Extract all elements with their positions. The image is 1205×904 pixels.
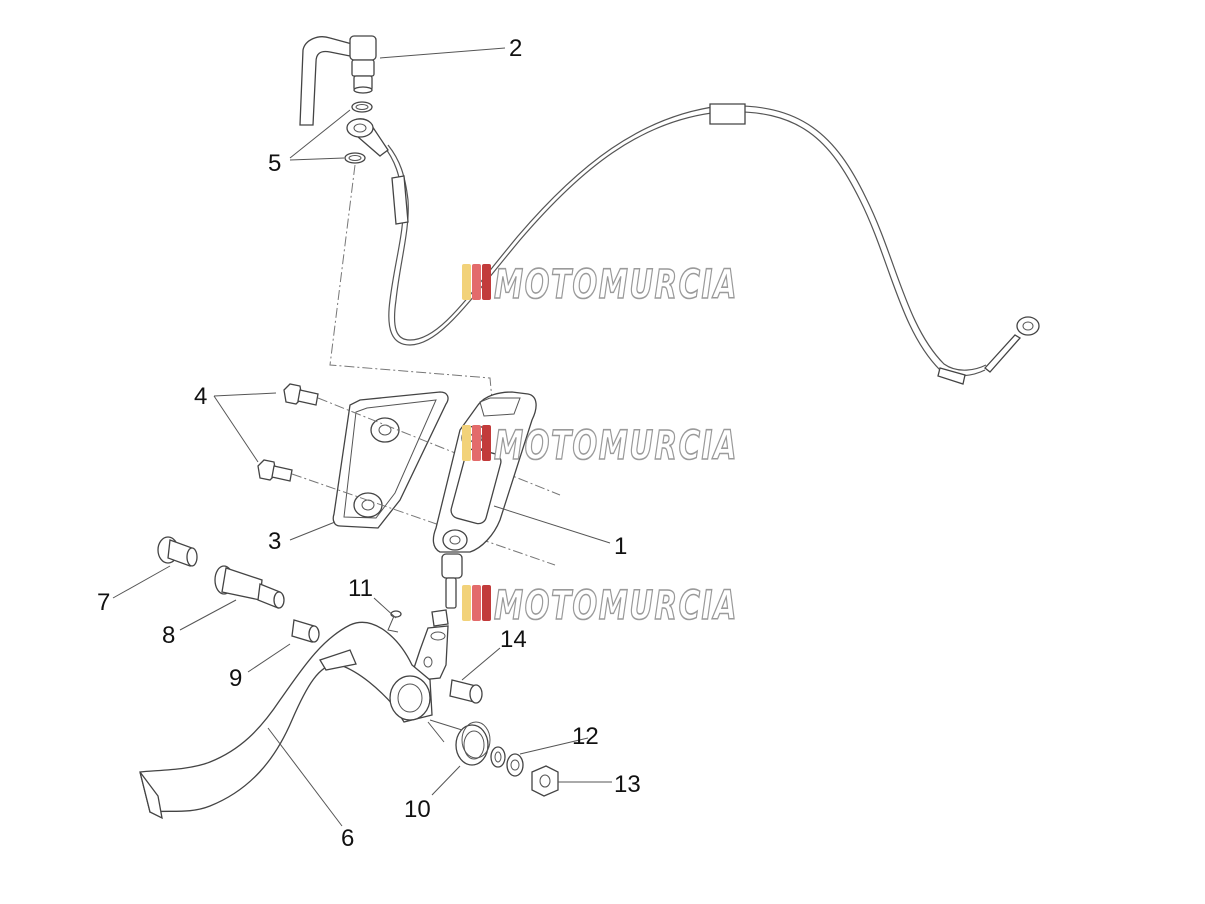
watermark-2: MOTOMURCIA <box>462 422 738 470</box>
part-10-spring <box>429 719 491 766</box>
callout-1: 1 <box>614 533 627 560</box>
part-14-clevis-pin <box>449 679 483 704</box>
watermark-stripe-2 <box>472 585 481 621</box>
watermark-stripe-1 <box>462 585 471 621</box>
callout-7: 7 <box>97 589 110 616</box>
assembly-line-1 <box>329 164 493 401</box>
part-5-washers <box>344 101 373 164</box>
watermark-text: MOTOMURCIA <box>494 423 738 469</box>
clevis-fork <box>413 609 449 681</box>
callout-14: 14 <box>500 626 527 653</box>
leader-lines <box>112 47 612 827</box>
watermark-stripe-3 <box>482 425 491 461</box>
part-11-clip <box>387 610 402 633</box>
part-8-pivot-shaft <box>214 565 285 609</box>
part-13-nut <box>531 765 559 797</box>
callout-2: 2 <box>509 35 522 62</box>
watermark-3: MOTOMURCIA <box>462 582 738 630</box>
part-4-bolts <box>257 383 561 566</box>
part-3-guard <box>332 391 449 529</box>
callout-13: 13 <box>614 771 641 798</box>
callout-3: 3 <box>268 528 281 555</box>
callout-8: 8 <box>162 622 175 649</box>
watermark-text: MOTOMURCIA <box>494 262 738 308</box>
part-6-brake-pedal <box>139 621 445 820</box>
watermark-stripe-1 <box>462 425 471 461</box>
callout-11: 11 <box>348 575 373 602</box>
part-12-washers <box>490 746 524 777</box>
callout-9: 9 <box>229 665 242 692</box>
callout-4: 4 <box>194 383 207 410</box>
watermark-stripe-2 <box>472 264 481 300</box>
callout-labels: 1 2 3 4 5 6 7 8 9 10 11 12 13 14 <box>97 35 641 852</box>
watermark-stripe-3 <box>482 264 491 300</box>
callout-10: 10 <box>404 796 431 823</box>
watermark-text: MOTOMURCIA <box>494 583 738 629</box>
callout-6: 6 <box>341 825 354 852</box>
watermark-stripe-2 <box>472 425 481 461</box>
part-2-banjo-switch <box>299 35 377 126</box>
watermark-stripe-1 <box>462 264 471 300</box>
callout-5: 5 <box>268 150 281 177</box>
part-9-bushing <box>291 619 320 643</box>
brake-hose <box>346 103 1040 385</box>
watermark-1: MOTOMURCIA <box>462 261 738 309</box>
part-7-pivot-bolt <box>157 536 198 567</box>
watermark-stripe-3 <box>482 585 491 621</box>
callout-12: 12 <box>572 723 599 750</box>
